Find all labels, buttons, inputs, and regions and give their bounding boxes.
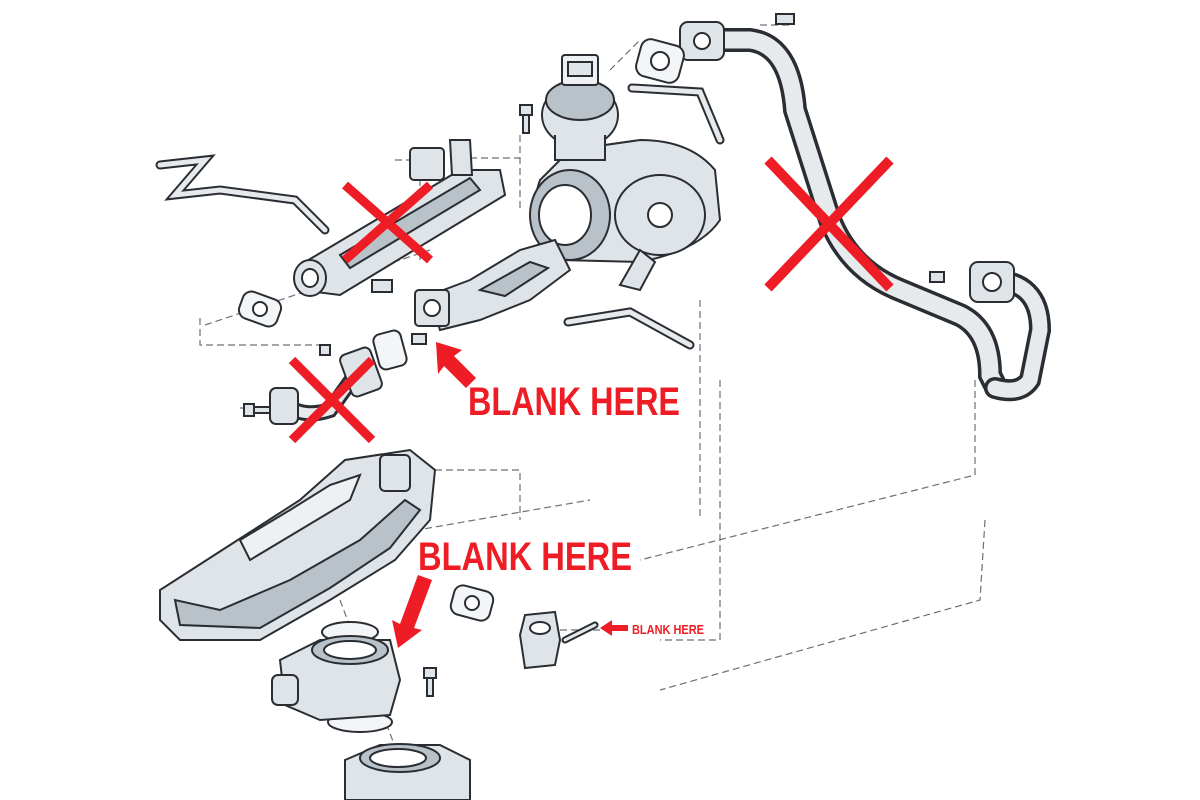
red-x-icon bbox=[288, 356, 376, 444]
exhaust-manifold bbox=[414, 238, 572, 332]
callout-small-pipe: BLANK HERE bbox=[632, 622, 704, 637]
red-arrow-icon bbox=[436, 342, 476, 388]
turbo-bolt bbox=[519, 104, 533, 134]
egr-pipe bbox=[269, 346, 383, 425]
callout-intake: BLANK HERE bbox=[418, 535, 632, 579]
egr-cooler-gasket bbox=[237, 290, 283, 328]
lower-intake-housing bbox=[344, 743, 471, 800]
crossover-pipe bbox=[679, 13, 1052, 402]
egr-vacuum-hose bbox=[155, 154, 330, 235]
red-x-icon bbox=[342, 181, 433, 264]
pipe-gasket bbox=[635, 38, 685, 84]
egr-pipe-bolt bbox=[243, 344, 331, 417]
wastegate-actuator bbox=[541, 54, 619, 161]
egr-connector-gasket bbox=[449, 584, 495, 622]
callout-egr-flange: BLANK HERE bbox=[468, 380, 680, 424]
red-arrow-icon bbox=[392, 575, 432, 648]
turbo-oil-hose bbox=[627, 83, 725, 145]
red-arrow-icon bbox=[600, 620, 628, 636]
throttle-bolt bbox=[423, 667, 437, 697]
egr-flange-stud bbox=[411, 333, 427, 345]
intake-manifold bbox=[159, 448, 437, 641]
throttle-body bbox=[271, 635, 402, 722]
turbo-vacuum-hose bbox=[563, 307, 695, 350]
small-pipe-spring bbox=[561, 621, 599, 644]
egr-cooler bbox=[293, 139, 507, 297]
turbocharger bbox=[529, 138, 722, 292]
egr-pipe-gasket bbox=[372, 329, 408, 371]
egr-connector bbox=[518, 610, 562, 670]
red-x-icon bbox=[764, 156, 894, 292]
